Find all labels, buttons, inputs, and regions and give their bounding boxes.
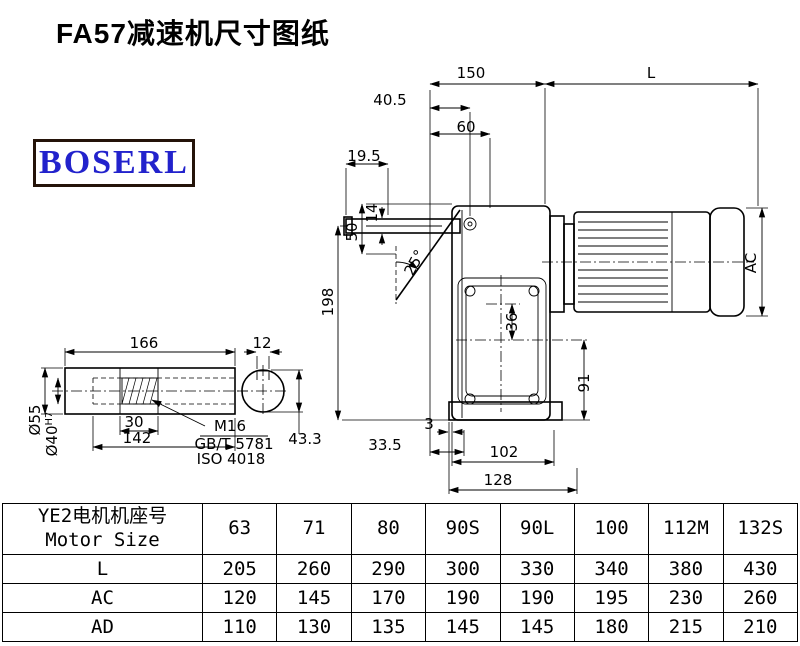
- table-cell: 145: [499, 612, 575, 642]
- column-header: 132S: [722, 503, 799, 555]
- table-cell: 330: [499, 554, 575, 584]
- shaft-section-view: [237, 348, 303, 434]
- column-header: 71: [276, 503, 352, 555]
- table-cell: 260: [276, 554, 352, 584]
- column-header: 90S: [425, 503, 501, 555]
- dim-30-label: 30: [124, 413, 143, 431]
- note-iso4018-label: ISO 4018: [197, 450, 266, 468]
- table-cell: 135: [350, 612, 427, 642]
- dim-43-3-label: 43.3: [288, 430, 321, 448]
- dim-102-label: 102: [490, 443, 519, 461]
- table-cell: 290: [350, 554, 427, 584]
- table-cell: 190: [499, 583, 575, 613]
- table-cell: 380: [648, 554, 724, 584]
- dim-3-label: 3: [424, 415, 434, 433]
- dim-166-label: 166: [130, 334, 159, 352]
- table-cell: 120: [201, 583, 278, 613]
- dim-14-label: 14: [363, 203, 381, 222]
- note-m16-label: M16: [214, 417, 246, 435]
- table-cell: 210: [722, 612, 799, 642]
- table-cell: 230: [648, 583, 724, 613]
- table-cell: 145: [425, 612, 501, 642]
- column-header: 63: [201, 503, 278, 555]
- table-cell: 195: [573, 583, 650, 613]
- table-cell: 215: [648, 612, 724, 642]
- page-title: FA57减速机尺寸图纸: [56, 18, 330, 49]
- dim-dia55-label: Ø55: [26, 405, 44, 436]
- row-label: L: [2, 554, 203, 584]
- column-header: 100: [573, 503, 650, 555]
- row-label: AD: [2, 612, 203, 642]
- column-header: 80: [350, 503, 427, 555]
- table-cell: 145: [276, 583, 352, 613]
- dim-60-label: 60: [456, 118, 475, 136]
- dim-33-5-label: 33.5: [368, 436, 401, 454]
- table-cell: 300: [425, 554, 501, 584]
- table-cell: 260: [722, 583, 799, 613]
- table-cell: 205: [201, 554, 278, 584]
- dim-142-label: 142: [123, 429, 152, 447]
- dim-50-label: 50: [343, 222, 361, 241]
- table-cell: 180: [573, 612, 650, 642]
- dim-91-label: 91: [575, 373, 593, 392]
- column-header: 112M: [648, 503, 724, 555]
- table-cell: 170: [350, 583, 427, 613]
- main-view-dimensions: [334, 80, 768, 494]
- technical-drawing: 150 L 40.5 60 19.5 14 50 25° 198 AC 36 9…: [26, 64, 768, 494]
- dim-128-label: 128: [484, 471, 513, 489]
- note-gbt5781-label: GB/T 5781: [194, 435, 273, 453]
- dim-40-5-label: 40.5: [373, 91, 406, 109]
- column-header: 90L: [499, 503, 575, 555]
- dim-198-label: 198: [319, 288, 337, 317]
- table-cell: 340: [573, 554, 650, 584]
- dim-36-label: 36: [503, 312, 521, 331]
- boserl-logo-text: BOSERL: [39, 144, 189, 181]
- boserl-logo: BOSERL: [33, 139, 195, 187]
- motor-size-header-cn: YE2电机机座号: [37, 505, 168, 528]
- motor: [542, 207, 754, 317]
- dim-150-label: 150: [457, 64, 486, 82]
- dim-19-5-label: 19.5: [347, 147, 380, 165]
- table-cell: 190: [425, 583, 501, 613]
- table-header-motor-size: YE2电机机座号 Motor Size: [2, 503, 203, 555]
- dim-ac-label: AC: [742, 253, 760, 273]
- output-shaft-detail: [41, 348, 268, 451]
- dim-25deg-label: 25°: [400, 247, 428, 279]
- dim-dia40h7-label: Ø40H7: [43, 412, 61, 457]
- dim-12-label: 12: [252, 334, 271, 352]
- row-label: AC: [2, 583, 203, 613]
- dimension-labels: 150 L 40.5 60 19.5 14 50 25° 198 AC 36 9…: [26, 64, 760, 489]
- dim-l-label: L: [647, 64, 656, 82]
- gearbox-housing: [343, 205, 563, 421]
- table-cell: 130: [276, 612, 352, 642]
- table-cell: 430: [722, 554, 799, 584]
- table-cell: 110: [201, 612, 278, 642]
- motor-size-header-en: Motor Size: [45, 529, 160, 551]
